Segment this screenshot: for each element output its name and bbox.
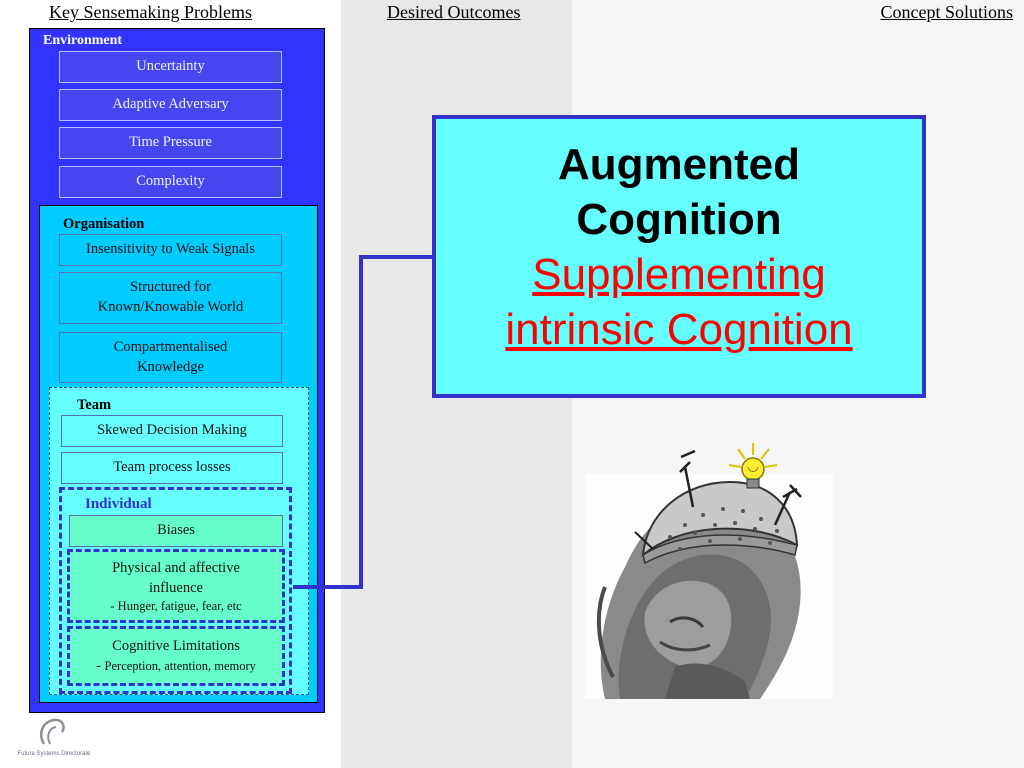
thinker-illustration xyxy=(585,437,833,699)
organisation-item-structured: Structured for Known/Knowable World xyxy=(59,272,282,324)
environment-item-uncertainty: Uncertainty xyxy=(59,51,282,83)
environment-item-time-pressure: Time Pressure xyxy=(59,127,282,159)
team-item-label: Team process losses xyxy=(113,459,231,476)
physical-dashed-border xyxy=(67,549,285,623)
individual-label: Individual xyxy=(85,496,152,512)
thinker-with-lightbulb-helmet-icon xyxy=(585,443,833,699)
environment-label: Environment xyxy=(43,33,123,48)
augmented-cognition-box: Augmented Cognition Supplementing intrin… xyxy=(432,115,926,398)
concept-title-line1: Augmented xyxy=(558,140,800,189)
physical-detail: - Hunger, fatigue, fear, etc xyxy=(110,599,242,614)
physical-line1: Physical and affective xyxy=(112,560,240,576)
concept-title-line2: Cognition xyxy=(576,195,782,244)
cognitive-detail-row: - Perception, attention, memory xyxy=(96,657,256,677)
organisation-item-label: Insensitivity to Weak Signals xyxy=(86,241,255,258)
header-outcomes: Desired Outcomes xyxy=(387,2,521,22)
cognitive-dashed-border xyxy=(67,626,285,686)
organisation-label: Organisation xyxy=(63,216,145,232)
lightbulb-icon xyxy=(728,443,778,489)
organisation-item-label: Known/Knowable World xyxy=(97,299,244,315)
cognitive-detail: Perception, attention, memory xyxy=(104,658,256,673)
cognitive-line1: Cognitive Limitations xyxy=(112,637,240,654)
environment-item-label: Uncertainty xyxy=(136,58,205,75)
biases-label: Biases xyxy=(157,522,195,539)
team-item-label: Skewed Decision Making xyxy=(97,422,247,439)
individual-item-biases: Biases xyxy=(69,515,283,547)
environment-item-label: Complexity xyxy=(136,173,205,190)
organisation-item-label: Knowledge xyxy=(137,358,204,375)
environment-item-adaptive-adversary: Adaptive Adversary xyxy=(59,89,282,121)
individual-item-cognitive: Cognitive Limitations - Perception, atte… xyxy=(69,629,283,684)
cognitive-dash: - xyxy=(96,657,101,674)
environment-item-complexity: Complexity xyxy=(59,166,282,198)
concept-subtitle-line2: intrinsic Cognition xyxy=(505,305,853,354)
logo: Future Systems Directorate xyxy=(14,716,94,760)
header-problems: Key Sensemaking Problems xyxy=(49,2,252,22)
team-label: Team xyxy=(77,397,112,413)
header-solutions: Concept Solutions xyxy=(880,2,1013,22)
fsd-logo-icon xyxy=(40,718,65,745)
physical-line2: influence xyxy=(149,579,203,596)
organisation-item-label: Compartmentalised xyxy=(113,338,228,355)
organisation-item-label: Structured for xyxy=(130,279,211,296)
logo-text: Future Systems Directorate xyxy=(17,751,91,757)
organisation-item-compartmentalised: Compartmentalised Knowledge xyxy=(59,332,282,383)
environment-item-label: Time Pressure xyxy=(129,134,212,151)
organisation-item-weak-signals: Insensitivity to Weak Signals xyxy=(59,234,282,266)
individual-item-physical: Physical and affective influence - Hunge… xyxy=(69,552,283,622)
concept-subtitle-line1: Supplementing xyxy=(532,250,826,299)
individual-group xyxy=(59,487,292,694)
team-item-skewed-decision: Skewed Decision Making xyxy=(61,415,283,447)
team-item-process-losses: Team process losses xyxy=(61,452,283,484)
environment-item-label: Adaptive Adversary xyxy=(112,96,229,113)
